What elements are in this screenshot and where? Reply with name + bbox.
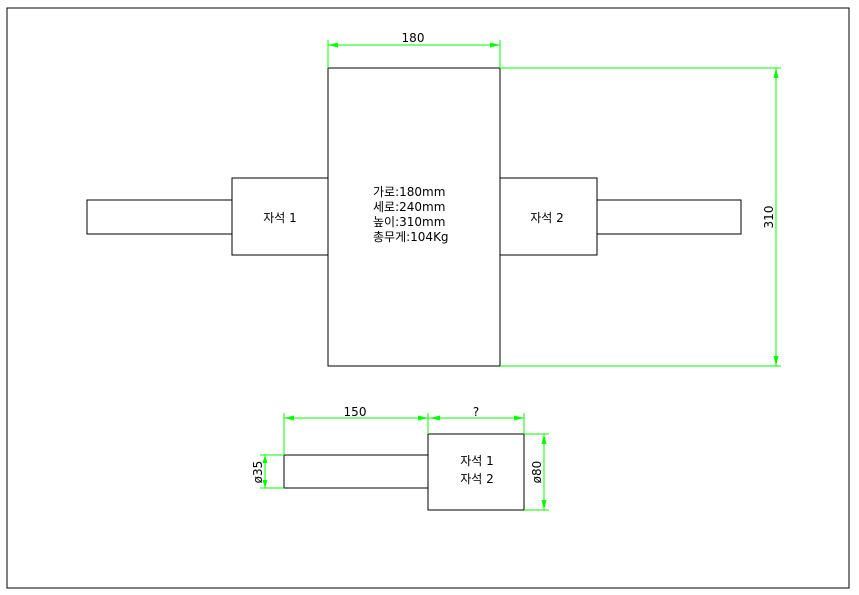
dimension-magnet-length-label: ? (473, 405, 479, 419)
dimension-shaft-length: 150 (283, 405, 429, 455)
left-shaft (86, 199, 233, 235)
right-shaft (596, 199, 742, 235)
dimension-width-label: 180 (402, 31, 425, 45)
dimension-height: 310 (500, 67, 781, 367)
main-body (327, 67, 501, 367)
magnet-2-block (499, 177, 598, 256)
side-view: 자석 1 자석 2 150 ? ø35 (251, 405, 549, 511)
dimension-shaft-diameter: ø35 (251, 454, 284, 489)
dimension-magnet-diameter: ø80 (524, 433, 549, 511)
side-magnet-block (427, 433, 525, 511)
magnet-1-label: 자석 1 (263, 211, 297, 225)
side-magnet-label-1: 자석 1 (460, 454, 494, 468)
top-view: 자석 1 자석 2 가로:180mm 세로:240mm 높이:310mm 총무게… (86, 31, 781, 367)
magnet-1-block (231, 177, 329, 256)
dimension-width: 180 (327, 31, 501, 68)
dimension-magnet-diameter-label: ø80 (530, 461, 544, 484)
side-magnet-label-2: 자석 2 (460, 472, 494, 486)
dimension-shaft-diameter-label: ø35 (251, 461, 265, 484)
body-spec-weight: 총무게:104Kg (373, 230, 449, 244)
dimension-shaft-length-label: 150 (344, 405, 367, 419)
body-spec-width: 가로:180mm (373, 185, 445, 199)
dimension-height-label: 310 (762, 206, 776, 229)
magnet-2-label: 자석 2 (530, 211, 564, 225)
body-spec-height: 높이:310mm (373, 215, 445, 229)
dimension-magnet-length: ? (428, 405, 525, 434)
side-shaft (283, 454, 429, 489)
body-spec-depth: 세로:240mm (373, 200, 445, 214)
drawing-border (6, 7, 850, 589)
